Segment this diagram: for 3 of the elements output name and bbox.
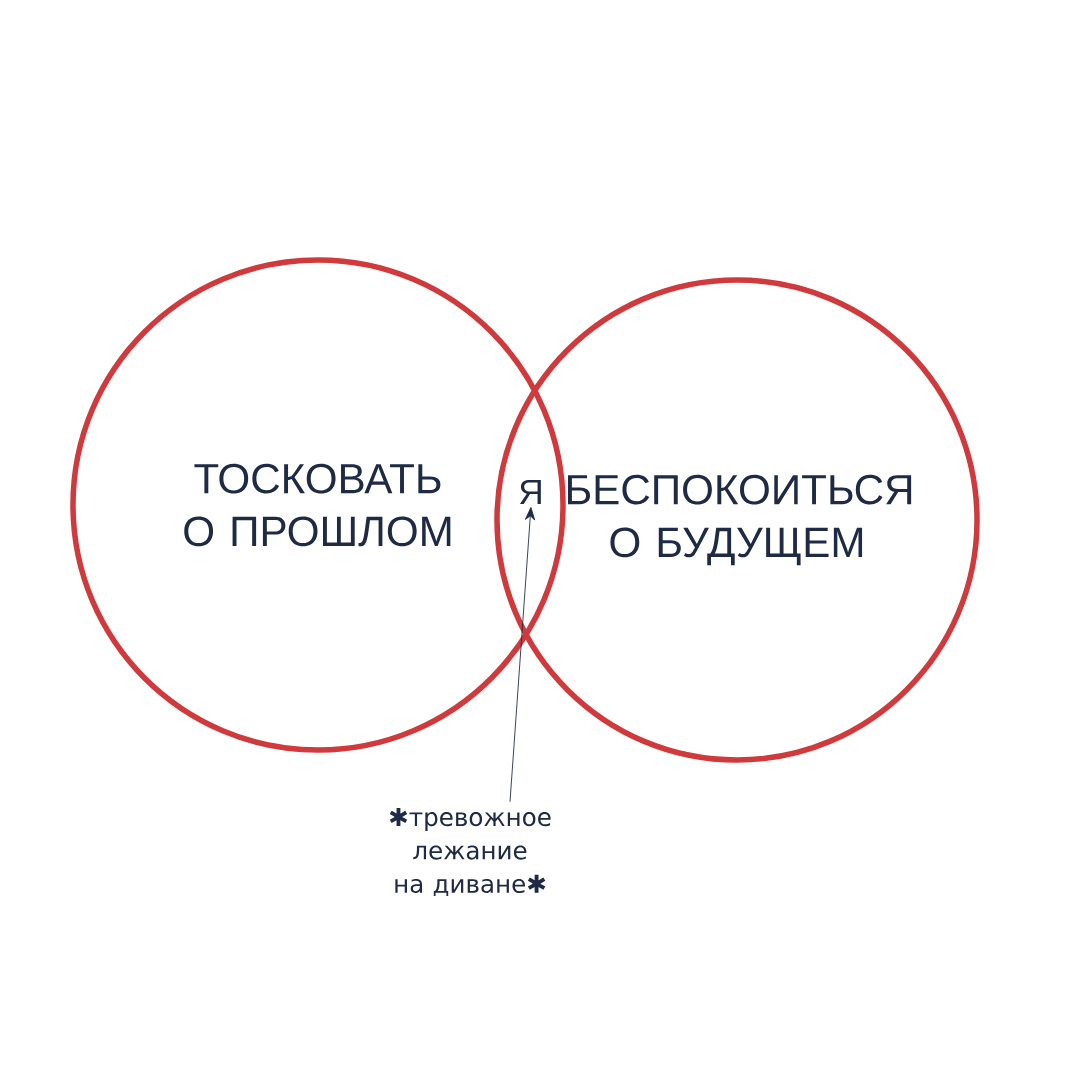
note-text: ✱тревожное лежание на диване✱	[389, 807, 551, 897]
intersection-label: Я	[519, 479, 541, 505]
leader-line	[509, 507, 536, 803]
